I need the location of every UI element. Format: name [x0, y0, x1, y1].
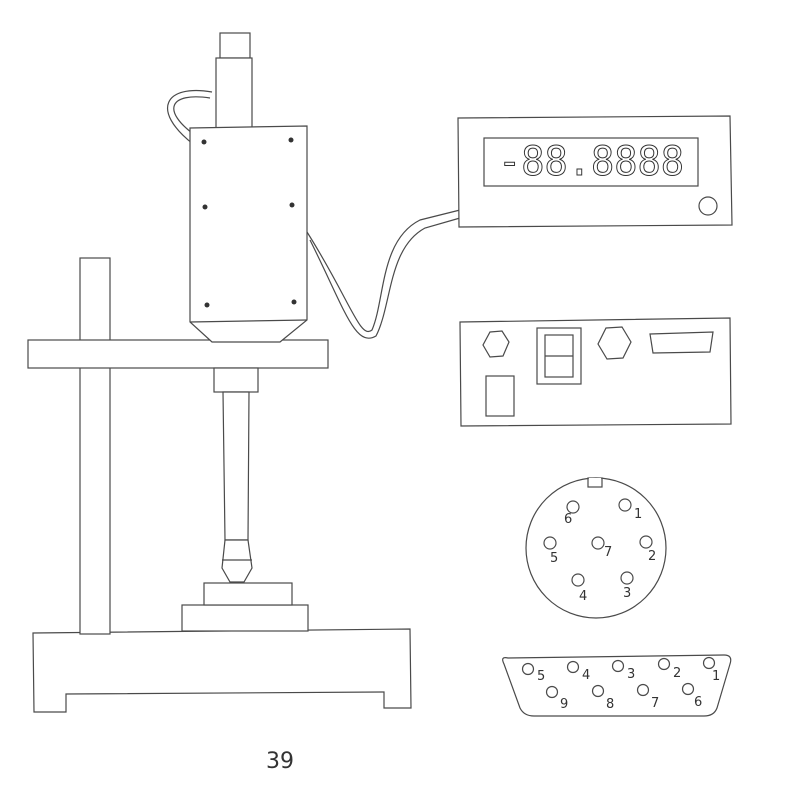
display-readout: -88.8888: [498, 139, 684, 185]
gauge-top-cap: [215, 32, 253, 129]
circular-pin-label: 6: [564, 512, 572, 527]
circular-pin-label: 4: [579, 589, 587, 604]
power-button-icon: [698, 196, 718, 216]
dsub-pin-label: 7: [651, 696, 659, 711]
display-unit: -88.8888: [457, 115, 733, 228]
dsub-pin-label: 9: [560, 697, 568, 712]
circular-pin-label: 5: [550, 551, 558, 566]
circular-pin-label: 3: [623, 586, 631, 601]
probe-spindle: [213, 367, 259, 583]
rear-panel: [459, 317, 732, 427]
circular-pin-label: 7: [604, 545, 612, 560]
dsub-pin-label: 4: [582, 668, 590, 683]
anvil-table: [181, 582, 309, 632]
circular-pin-label: 2: [648, 549, 656, 564]
fuse-holder-icon: [485, 375, 515, 417]
stand-base: [32, 628, 412, 713]
page-number: 39: [266, 749, 294, 774]
dsub-pin-label: 2: [673, 666, 681, 681]
dsub-connector: 5 4 3 2 1 9 8 7 6: [502, 654, 732, 717]
dsub-pin-label: 3: [627, 667, 635, 682]
circular-pin-label: 1: [634, 507, 642, 522]
dsub-pin-label: 6: [694, 695, 702, 710]
circular-connector: 1 2 3 4 5 6 7: [525, 477, 667, 619]
dsub-pin-label: 8: [606, 697, 614, 712]
stand-arm: [27, 339, 329, 369]
db-port-icon: [649, 331, 714, 354]
rear-port-right-icon: [597, 326, 632, 360]
stand-column: [79, 257, 111, 635]
rear-port-left-icon: [482, 330, 510, 358]
dsub-pin-label: 5: [537, 669, 545, 684]
dsub-pin-label: 1: [712, 669, 720, 684]
signal-cable: [166, 90, 461, 339]
gauge-head: [189, 125, 308, 343]
